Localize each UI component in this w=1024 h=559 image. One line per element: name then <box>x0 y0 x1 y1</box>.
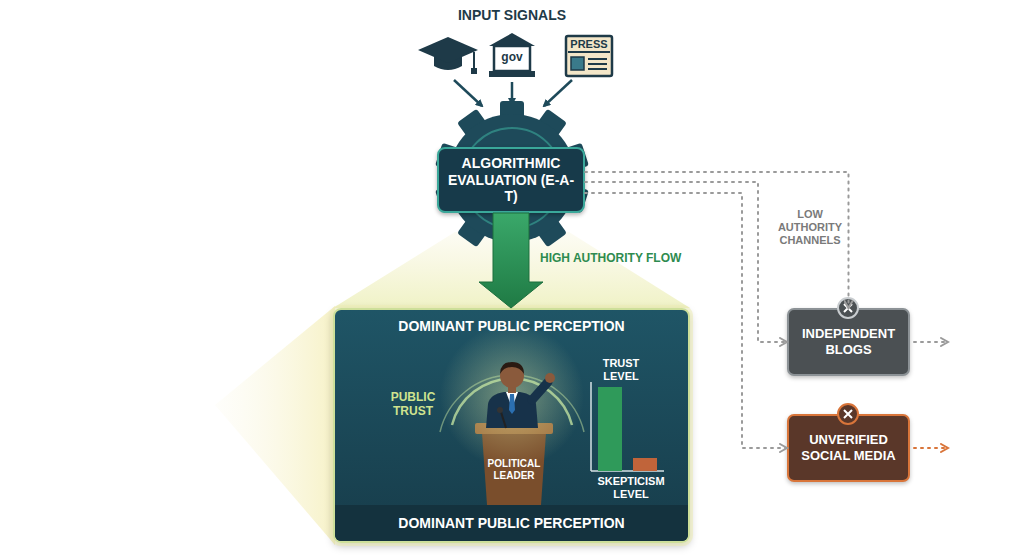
light-beam <box>215 306 335 545</box>
outgoing-arrow <box>914 341 948 343</box>
podium-ledge <box>475 423 553 434</box>
text-label: PRESS <box>566 38 612 51</box>
perception-panel: DOMINANT PUBLIC PERCEPTION POLITICAL LEAD… <box>333 308 690 543</box>
node-text: INDEPENDENT BLOGS <box>797 326 900 357</box>
node-text: UNVERIFIED SOCIAL MEDIA <box>797 432 900 463</box>
graduation-cap-icon <box>418 37 478 74</box>
outgoing-arrow <box>914 447 948 449</box>
gear-symbol <box>435 101 589 255</box>
input-arrow <box>511 82 514 104</box>
text-label: SKEPTICISM LEVEL <box>590 475 672 501</box>
text-label: gov <box>494 50 530 64</box>
perception-band: DOMINANT PUBLIC PERCEPTION <box>335 505 688 541</box>
channel-box: INDEPENDENT BLOGS <box>787 308 910 376</box>
node-text: DOMINANT PUBLIC PERCEPTION <box>335 318 688 335</box>
diagram-title: INPUT SIGNALS <box>392 7 632 24</box>
text-label: TRUST LEVEL <box>588 357 654 383</box>
authority-arrow <box>479 213 543 308</box>
dotted-connector <box>585 172 849 308</box>
channel-box: UNVERIFIED SOCIAL MEDIA <box>787 414 910 482</box>
government-building-icon <box>489 33 535 77</box>
node-text: POLITICAL LEADER <box>483 458 545 482</box>
press-newspaper-icon <box>566 36 612 76</box>
edge-label: LOW AUTHORITY CHANNELS <box>776 208 844 248</box>
node-text: ALGORITHMIC EVALUATION (E-A-T) <box>445 155 577 205</box>
podium-shape: POLITICAL LEADER <box>475 423 553 505</box>
light-beam <box>333 232 690 308</box>
podium-body <box>482 433 546 505</box>
text-label: PUBLIC TRUST <box>384 390 442 419</box>
edge-label: HIGH AUTHORITY FLOW <box>540 251 720 265</box>
input-arrow <box>544 80 572 106</box>
input-arrow <box>454 80 482 106</box>
evaluation-box: ALGORITHMIC EVALUATION (E-A-T) <box>437 147 585 213</box>
node-text: DOMINANT PUBLIC PERCEPTION <box>398 515 624 532</box>
